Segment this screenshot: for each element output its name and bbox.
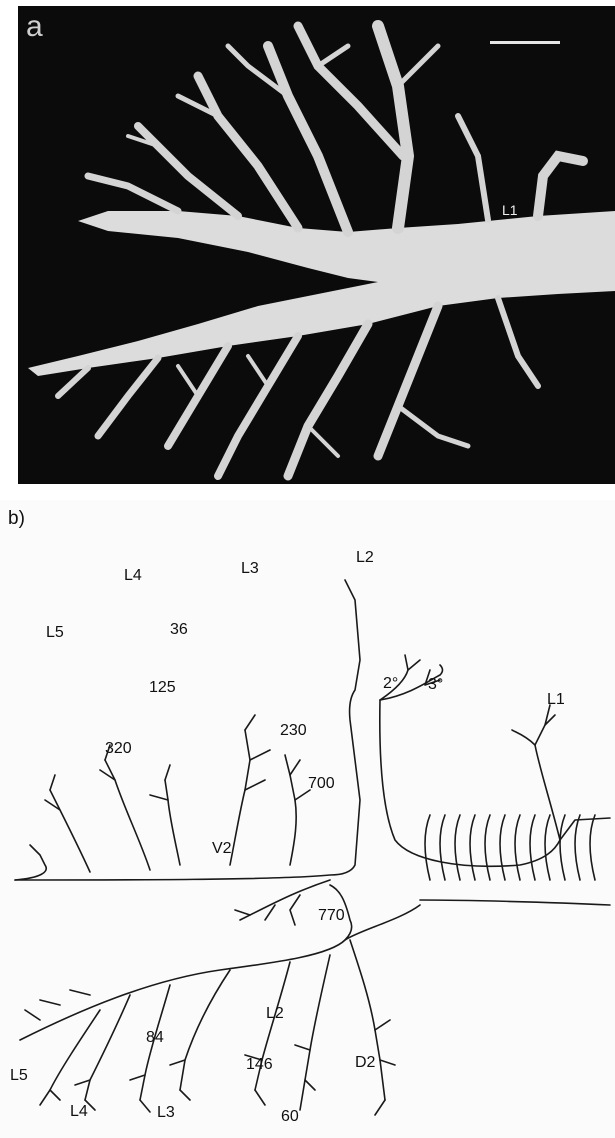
label-l5-top: L5	[46, 625, 64, 641]
airway-cast-photograph: a L1	[18, 6, 615, 484]
label-84: 84	[146, 1030, 164, 1046]
branch-label-l1-photo: L1	[502, 202, 518, 218]
label-3rd-order: 3°	[428, 677, 443, 693]
label-l1: L1	[547, 692, 565, 708]
label-700: 700	[308, 776, 335, 792]
airway-cast-image	[18, 6, 615, 484]
label-l2-top: L2	[356, 550, 374, 566]
label-36: 36	[170, 622, 188, 638]
label-l3-bottom: L3	[157, 1105, 175, 1121]
label-146: 146	[246, 1057, 273, 1073]
label-230: 230	[280, 723, 307, 739]
label-l2-bottom: L2	[266, 1006, 284, 1022]
airway-tree-outline	[0, 500, 615, 1138]
label-l4-bottom: L4	[70, 1104, 88, 1120]
label-2nd-order: 2°	[383, 676, 398, 692]
label-770: 770	[318, 908, 345, 924]
scale-bar	[490, 41, 560, 44]
airway-tree-drawing: b) L5 L4 36 L3 L2 125 2° 3° L1 230 320 7…	[0, 500, 615, 1138]
panel-letter-b: b)	[8, 508, 25, 530]
label-l4-top: L4	[124, 568, 142, 584]
panel-letter-a: a	[26, 10, 43, 44]
label-125: 125	[149, 680, 176, 696]
label-v2: V2	[212, 841, 232, 857]
label-l3-top: L3	[241, 561, 259, 577]
label-d2: D2	[355, 1055, 375, 1071]
label-l5-bottom: L5	[10, 1068, 28, 1084]
label-320: 320	[105, 741, 132, 757]
label-60: 60	[281, 1109, 299, 1125]
